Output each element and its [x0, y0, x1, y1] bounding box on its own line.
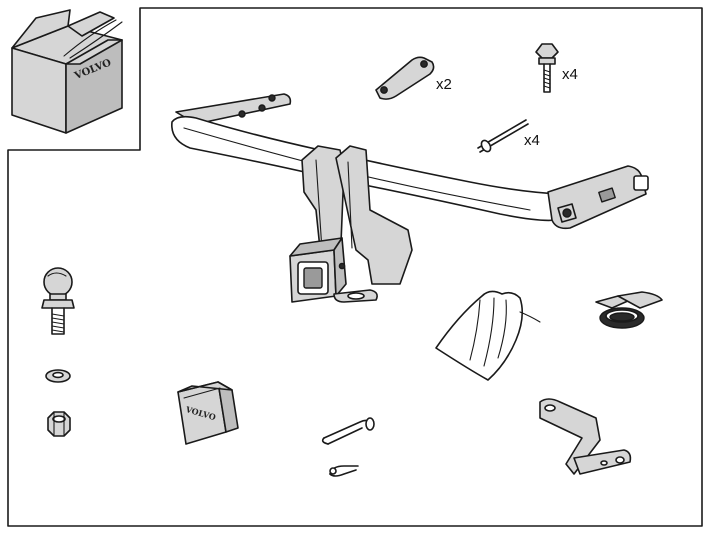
hitch-pin-part	[321, 417, 375, 445]
rivet-part: x4	[477, 119, 540, 153]
bracket-quantity: x2	[436, 76, 452, 93]
support-bracket-part	[539, 398, 632, 475]
nut-part	[47, 411, 71, 437]
connector-cable-part	[595, 291, 663, 329]
wiring-harness-bag	[435, 290, 541, 381]
receiver-cover-part: VOLVO	[177, 381, 239, 445]
diagram-frame	[7, 7, 703, 527]
tow-ball-part	[41, 267, 75, 335]
packaging-box: VOLVO	[11, 9, 123, 134]
washer-part	[45, 369, 71, 383]
bolt-part: x4	[535, 43, 578, 93]
mounting-bracket-part: x2	[375, 56, 452, 100]
rivet-quantity: x4	[524, 132, 540, 149]
hairpin-clip-part	[329, 465, 359, 477]
towbar-crossmember	[171, 93, 649, 303]
bolt-quantity: x4	[562, 66, 578, 83]
